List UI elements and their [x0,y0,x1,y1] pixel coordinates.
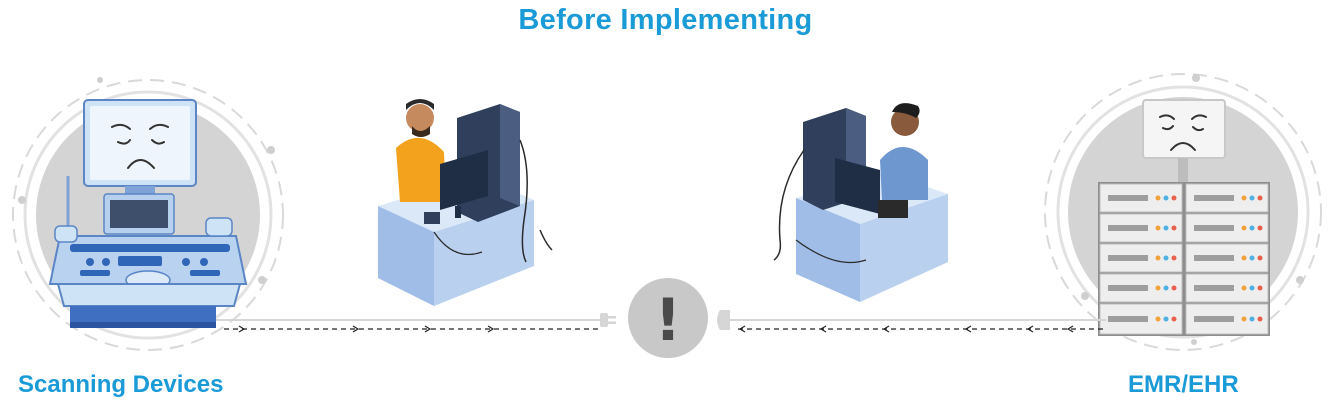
sad-face-icon [111,123,169,169]
female-operator-workstation-icon [773,103,948,302]
right-connection [717,310,1106,333]
scanning-devices-label: Scanning Devices [18,371,224,398]
scanning-device-group [12,77,284,351]
alert-symbol: ! [655,286,681,354]
plug-icon [717,310,730,330]
alert-icon: ! [628,278,708,358]
sad-face-icon [1159,114,1207,151]
ultrasound-machine-icon [48,99,248,328]
emr-server-group [1044,73,1322,351]
diagram-title: Before Implementing [518,4,813,36]
plug-icon [600,313,616,327]
server-rack-icon [1098,99,1270,336]
left-connection [216,313,616,333]
emr-ehr-label: EMR/EHR [1128,371,1239,398]
male-operator-workstation-icon [378,99,553,306]
